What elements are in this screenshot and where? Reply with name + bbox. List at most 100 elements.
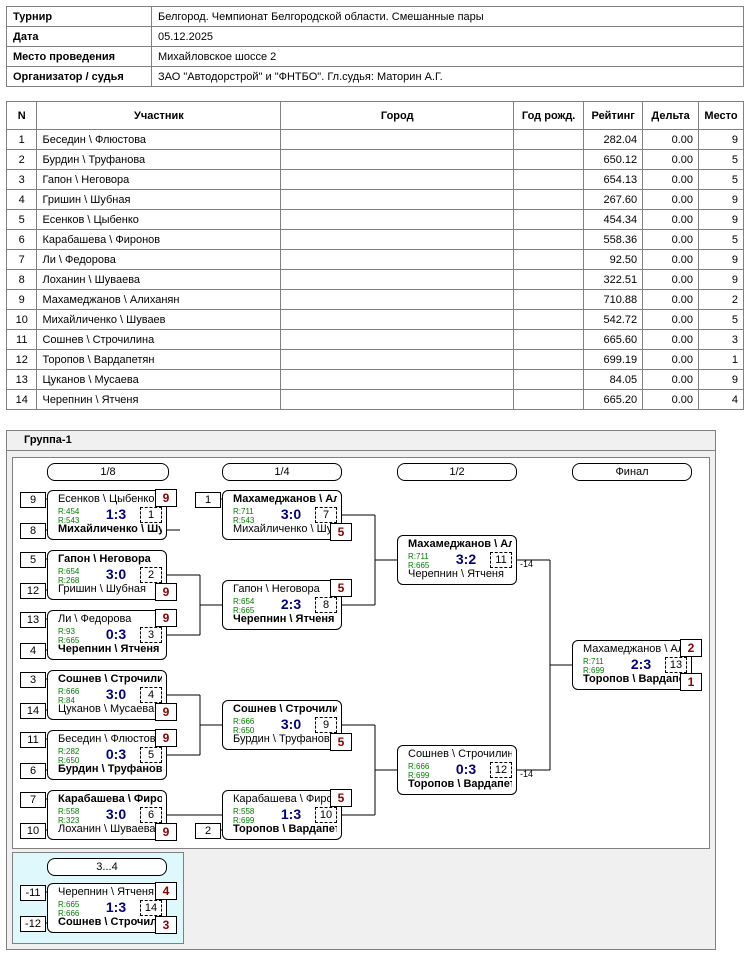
- final-place-badge: 5: [330, 789, 352, 807]
- match-number: 3: [140, 627, 162, 643]
- team-name-bottom: Черепнин \ Ятченя: [58, 643, 160, 655]
- match-score: 1:3: [280, 806, 302, 822]
- team-name-bottom: Торопов \ Вардапетян: [583, 673, 687, 685]
- final-place-badge: 9: [155, 609, 177, 627]
- team-name-bottom: Бурдин \ Труфанова: [58, 763, 162, 775]
- match-score: 3:0: [105, 806, 127, 822]
- team-rating-bottom: R:650: [233, 726, 255, 735]
- team-rating-top: R:666: [58, 687, 80, 696]
- team-name-bottom: Сошнев \ Строчилина: [58, 916, 162, 928]
- col-header-rating[interactable]: Рейтинг: [583, 101, 644, 130]
- participant-name: Черепнин \ Ятченя: [36, 389, 282, 410]
- match-score: 0:3: [105, 626, 127, 642]
- team-name-bottom: Михайличенко \ Шуваев: [233, 523, 337, 535]
- match-number: 1: [140, 507, 162, 523]
- participants-table: N Участник Город Год рожд. Рейтинг Дельт…: [5, 101, 744, 410]
- team-name-top: Махамеджанов \ Алиханян: [233, 493, 337, 505]
- third-place-round-label: 3...4: [47, 858, 167, 876]
- team-rating-bottom: R:268: [58, 576, 80, 585]
- col-header-born[interactable]: Год рожд.: [513, 101, 585, 130]
- team-rating-top: R:711: [233, 507, 254, 516]
- team-rating-bottom: R:665: [233, 606, 255, 615]
- team-rating-top: R:454: [58, 507, 80, 516]
- round-label: 1/4: [222, 463, 342, 481]
- seed-number: -12: [20, 916, 46, 932]
- team-rating-top: R:654: [233, 597, 255, 606]
- participant-place: 5: [698, 169, 744, 190]
- seed-number: 9: [20, 492, 46, 508]
- participant-number: 7: [5, 249, 38, 270]
- match-number: 7: [315, 507, 337, 523]
- participant-birth-year: [513, 389, 585, 410]
- team-rating-top: R:711: [583, 657, 604, 666]
- team-name-top: Ли \ Федорова: [58, 613, 132, 625]
- seed-number: 4: [20, 643, 46, 659]
- seed-number: 7: [20, 792, 46, 808]
- match-score: 2:3: [630, 656, 652, 672]
- match-number: 13: [665, 657, 687, 673]
- col-header-delta[interactable]: Дельта: [642, 101, 700, 130]
- match-number: 8: [315, 597, 337, 613]
- participant-name: Торопов \ Вардапетян: [36, 349, 282, 370]
- participant-name: Гапон \ Неговора: [36, 169, 282, 190]
- group-divider: [7, 450, 715, 451]
- info-value: ЗАО "Автодорстрой" и "ФНТБО". Гл.судья: …: [151, 66, 744, 87]
- col-header-city[interactable]: Город: [280, 101, 515, 130]
- col-header-name[interactable]: Участник: [36, 101, 282, 130]
- participant-rating: 558.36: [583, 229, 644, 250]
- team-rating-bottom: R:323: [58, 816, 80, 825]
- match-score: 0:3: [455, 761, 477, 777]
- team-name-top: Сошнев \ Строчилина: [408, 748, 512, 760]
- participant-rating: 665.20: [583, 389, 644, 410]
- team-name-top: Гапон \ Неговора: [233, 583, 320, 595]
- match-score: 3:0: [280, 716, 302, 732]
- team-name-bottom: Торопов \ Вардапетян: [408, 778, 512, 790]
- team-rating-top: R:665: [58, 900, 80, 909]
- final-place-badge: 9: [155, 823, 177, 841]
- team-name-bottom: Михайличенко \ Шуваев: [58, 523, 162, 535]
- seed-number: 2: [195, 823, 221, 839]
- col-header-n[interactable]: N: [5, 101, 38, 130]
- round-label: 1/2: [397, 463, 517, 481]
- match-score: 3:0: [105, 686, 127, 702]
- seed-number: 8: [20, 523, 46, 539]
- participant-delta: 0.00: [642, 229, 700, 250]
- team-name-top: Беседин \ Флюстова: [58, 733, 162, 745]
- final-place-badge: 5: [330, 523, 352, 541]
- team-name-top: Гапон \ Неговора: [58, 553, 151, 565]
- match-number: 12: [490, 762, 512, 778]
- participant-name: Лоханин \ Шуваева: [36, 269, 282, 290]
- final-place-badge: 5: [330, 579, 352, 597]
- match-score: 3:2: [455, 551, 477, 567]
- match-number: 4: [140, 687, 162, 703]
- team-name-bottom: Гришин \ Шубная: [58, 583, 146, 595]
- team-name-top: Черепнин \ Ятченя: [58, 886, 154, 898]
- seed-number: 1: [195, 492, 221, 508]
- team-rating-bottom: R:543: [58, 516, 80, 525]
- seed-number: 3: [20, 672, 46, 688]
- participant-number: 8: [5, 269, 38, 290]
- group-title: Группа-1: [24, 434, 72, 446]
- team-name-top: Карабашева \ Фиронов: [233, 793, 337, 805]
- round-label: Финал: [572, 463, 692, 481]
- col-header-place[interactable]: Место: [698, 101, 744, 130]
- match-number: 11: [490, 552, 512, 568]
- team-name-bottom: Черепнин \ Ятченя: [408, 568, 504, 580]
- team-rating-top: R:654: [58, 567, 80, 576]
- team-rating-bottom: R:84: [58, 696, 75, 705]
